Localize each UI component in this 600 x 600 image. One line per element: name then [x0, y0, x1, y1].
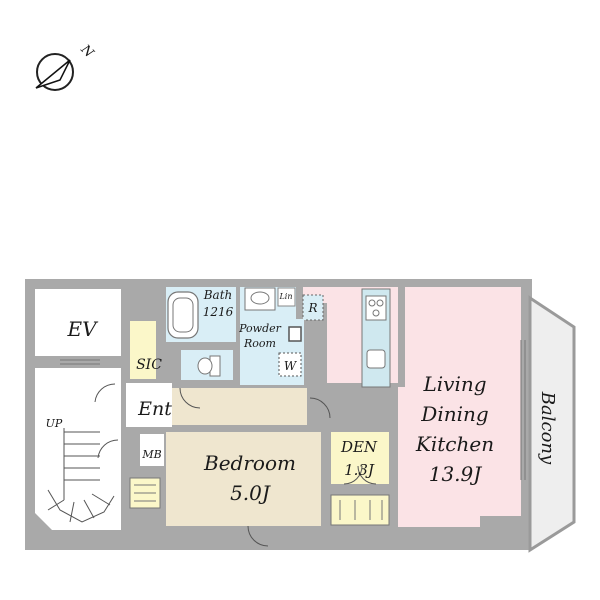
stove-icon	[365, 295, 387, 321]
bath-label-1: Bath	[203, 288, 233, 302]
sic-label: SIC	[136, 357, 162, 373]
lin-label: Lin	[278, 292, 292, 301]
small-cabinet	[288, 326, 302, 342]
den-closet	[330, 494, 390, 526]
sink-icon	[366, 349, 386, 369]
ldk-label-2: Dining	[420, 402, 488, 426]
linen-cabinet	[277, 287, 296, 307]
partition-wall	[398, 287, 405, 387]
den-label-1: DEN	[340, 438, 378, 456]
doors	[94, 383, 377, 547]
bathtub-icon	[167, 291, 199, 339]
staircase	[47, 428, 115, 523]
washer-space	[278, 352, 302, 377]
up-label: UP	[46, 417, 63, 430]
entrance-floor	[126, 383, 172, 427]
bedroom-label-2: 5.0J	[230, 481, 271, 505]
balcony-label: Balcony	[537, 391, 558, 465]
ldk-label-3: Kitchen	[415, 432, 494, 456]
bath-label-2: 1216	[203, 305, 234, 319]
mb-label: MB	[141, 448, 161, 461]
ldk-label-4: 13.9J	[429, 462, 483, 486]
powder-label-1: Powder	[238, 322, 282, 335]
stair-hall	[35, 368, 121, 530]
balcony	[528, 295, 576, 553]
windows	[60, 340, 526, 480]
bedroom	[166, 432, 321, 526]
ev-label: EV	[66, 317, 99, 341]
w-label: W	[284, 359, 298, 373]
living-dining-kitchen	[303, 287, 521, 527]
refrigerator-space	[302, 294, 324, 321]
bedroom-label-1: Bedroom	[203, 451, 296, 475]
washbasin-icon	[244, 287, 276, 311]
ev-shaft	[35, 289, 121, 356]
compass-needle-light	[35, 59, 71, 89]
compass: N	[35, 42, 97, 91]
hallway	[172, 388, 307, 425]
north-label: N	[77, 42, 97, 62]
sic-closet	[130, 321, 156, 379]
r-label: R	[307, 301, 317, 315]
powder-label-2: Room	[243, 337, 276, 350]
mb-box	[140, 434, 164, 466]
ldk-label-1: Living	[422, 372, 486, 396]
den-label-2: 1.3J	[344, 461, 375, 479]
ent-label: Ent	[137, 398, 172, 420]
